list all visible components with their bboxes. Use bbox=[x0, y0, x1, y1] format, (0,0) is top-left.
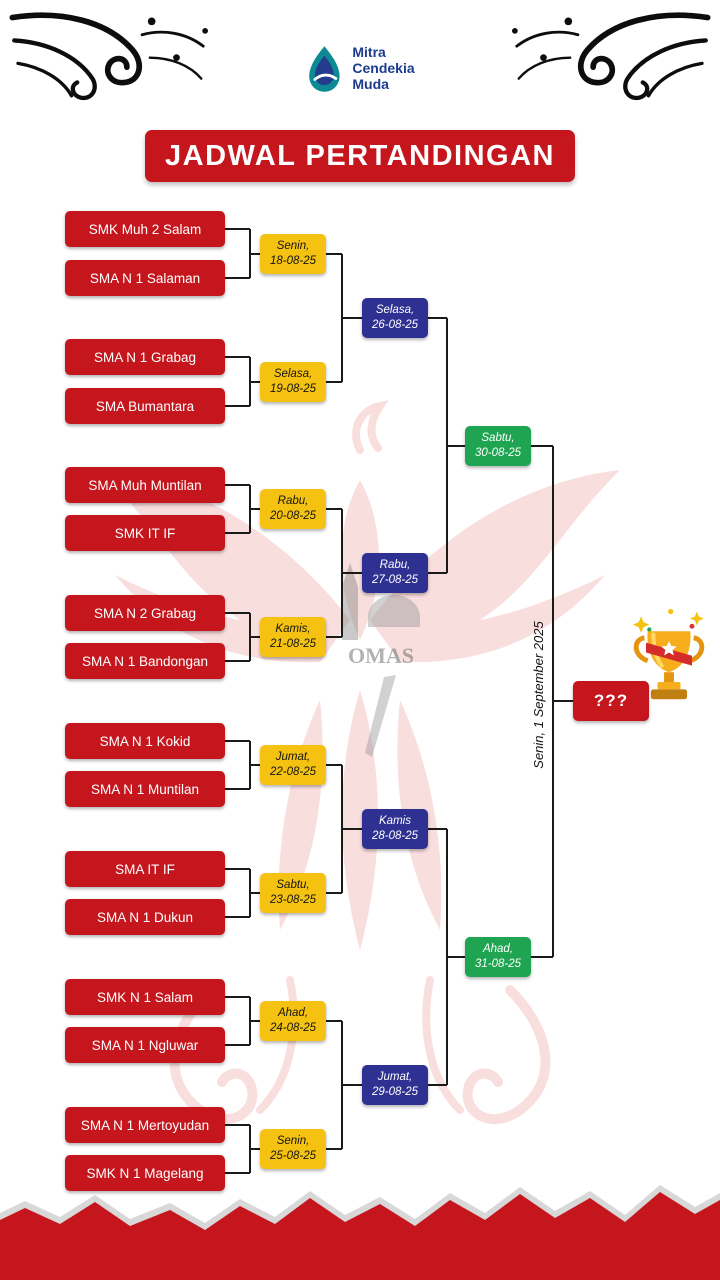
match-day: Ahad, bbox=[482, 943, 514, 956]
match-date-box: Sabtu, 23-08-25 bbox=[260, 873, 326, 913]
match-date: 31-08-25 bbox=[474, 958, 522, 970]
logo-line: Muda bbox=[352, 75, 389, 92]
team-box: SMA Muh Muntilan bbox=[65, 467, 225, 503]
match-date: 26-08-25 bbox=[371, 319, 419, 331]
match-date-box: Kamis, 21-08-25 bbox=[260, 617, 326, 657]
logo-line: Cendekia bbox=[352, 60, 415, 77]
logo: Mitra Cendekia Muda bbox=[305, 44, 415, 94]
team-box: SMA N 1 Bandongan bbox=[65, 643, 225, 679]
trophy-icon bbox=[632, 608, 705, 700]
match-date: 20-08-25 bbox=[269, 510, 317, 522]
match-date: 19-08-25 bbox=[269, 383, 317, 395]
team-box: SMA N 1 Ngluwar bbox=[65, 1027, 225, 1063]
team-box: SMA N 1 Salaman bbox=[65, 260, 225, 296]
team-box: SMA N 1 Grabag bbox=[65, 339, 225, 375]
match-day: Rabu, bbox=[277, 495, 309, 508]
match-date: 27-08-25 bbox=[371, 574, 419, 586]
match-day: Jumat, bbox=[275, 751, 311, 764]
page-title: JADWAL PERTANDINGAN bbox=[145, 130, 575, 182]
match-date: 24-08-25 bbox=[269, 1022, 317, 1034]
match-date-box: Rabu, 20-08-25 bbox=[260, 489, 326, 529]
match-date-box: Ahad, 24-08-25 bbox=[260, 1001, 326, 1041]
match-date: 23-08-25 bbox=[269, 894, 317, 906]
team-box: SMA N 1 Muntilan bbox=[65, 771, 225, 807]
quarterfinal-date-box: Jumat, 29-08-25 bbox=[362, 1065, 428, 1105]
semifinal-date-box: Sabtu, 30-08-25 bbox=[465, 426, 531, 466]
corner-flourish-left-icon bbox=[9, 12, 208, 100]
match-date-box: Selasa, 19-08-25 bbox=[260, 362, 326, 402]
team-box: SMA IT IF bbox=[65, 851, 225, 887]
match-date: 29-08-25 bbox=[371, 1086, 419, 1098]
quarterfinal-date-box: Kamis 28-08-25 bbox=[362, 809, 428, 849]
match-day: Selasa, bbox=[273, 368, 313, 381]
match-date: 18-08-25 bbox=[269, 255, 317, 267]
emblem-watermark-text: OMAS bbox=[348, 643, 414, 668]
match-day: Rabu, bbox=[379, 559, 411, 572]
match-day: Ahad, bbox=[277, 1007, 309, 1020]
logo-text: Mitra Cendekia Muda bbox=[352, 45, 414, 92]
match-day: Sabtu, bbox=[481, 432, 515, 445]
team-box: SMK IT IF bbox=[65, 515, 225, 551]
corner-flourish-right-icon bbox=[512, 12, 711, 100]
match-day: Jumat, bbox=[377, 1071, 413, 1084]
final-schedule: Senin, 1 September 2025 bbox=[531, 621, 546, 769]
match-day: Kamis bbox=[379, 815, 411, 828]
team-box: SMK N 1 Magelang bbox=[65, 1155, 225, 1191]
match-date-box: Senin, 18-08-25 bbox=[260, 234, 326, 274]
match-day: Selasa, bbox=[375, 304, 415, 317]
match-day: Kamis, bbox=[275, 623, 311, 636]
match-date: 21-08-25 bbox=[269, 638, 317, 650]
match-date-box: Senin, 25-08-25 bbox=[260, 1129, 326, 1169]
champion-placeholder: ??? bbox=[573, 681, 649, 721]
match-date: 22-08-25 bbox=[269, 766, 317, 778]
match-date: 28-08-25 bbox=[371, 830, 419, 842]
semifinal-date-box: Ahad, 31-08-25 bbox=[465, 937, 531, 977]
team-box: SMA N 1 Kokid bbox=[65, 723, 225, 759]
match-day: Senin, bbox=[276, 240, 310, 253]
team-box: SMK Muh 2 Salam bbox=[65, 211, 225, 247]
logo-line: Mitra bbox=[352, 44, 386, 61]
quarterfinal-date-box: Selasa, 26-08-25 bbox=[362, 298, 428, 338]
team-box: SMA N 1 Mertoyudan bbox=[65, 1107, 225, 1143]
match-date: 25-08-25 bbox=[269, 1150, 317, 1162]
torn-paper-edge bbox=[0, 1185, 720, 1280]
match-date: 30-08-25 bbox=[474, 447, 522, 459]
match-day: Sabtu, bbox=[276, 879, 310, 892]
team-box: SMA N 1 Dukun bbox=[65, 899, 225, 935]
match-day: Senin, bbox=[276, 1135, 310, 1148]
mitra-logo-icon bbox=[309, 46, 340, 92]
quarterfinal-date-box: Rabu, 27-08-25 bbox=[362, 553, 428, 593]
match-date-box: Jumat, 22-08-25 bbox=[260, 745, 326, 785]
team-box: SMK N 1 Salam bbox=[65, 979, 225, 1015]
team-box: SMA Bumantara bbox=[65, 388, 225, 424]
team-box: SMA N 2 Grabag bbox=[65, 595, 225, 631]
